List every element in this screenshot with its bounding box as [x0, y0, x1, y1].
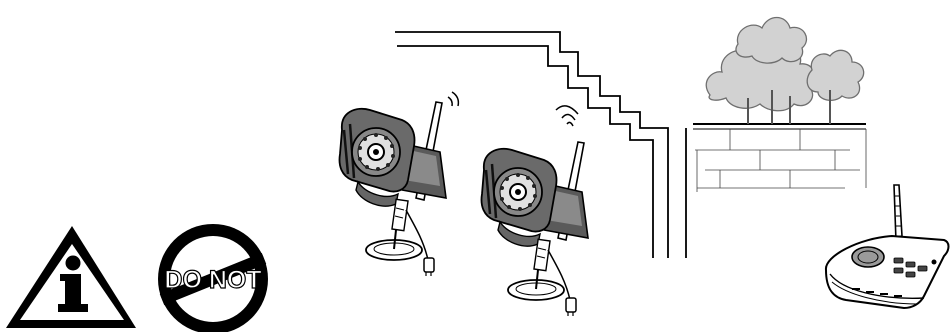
- wireless-camera-icon: [338, 100, 448, 278]
- staircase-wall: [395, 31, 687, 258]
- trees: [705, 16, 865, 124]
- wireless-camera-icon: [480, 140, 590, 318]
- signal-waves-icon: [555, 105, 579, 127]
- signal-waves-icon: [447, 91, 460, 107]
- wireless-receiver-icon: [825, 184, 950, 310]
- do-not-label: DO NOT: [164, 266, 261, 294]
- info-warning-icon: [6, 226, 136, 328]
- do-not-icon: DO NOT: [158, 224, 268, 332]
- brick-wall: [693, 123, 867, 192]
